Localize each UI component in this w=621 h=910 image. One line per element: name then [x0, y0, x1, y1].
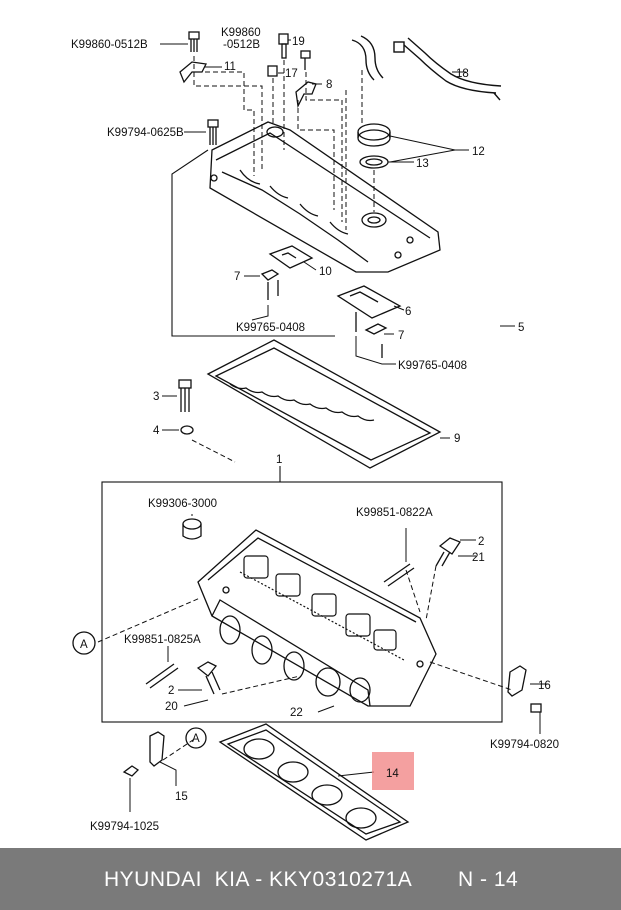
stud-7-b — [355, 312, 388, 358]
label-k99860-top: K99860 — [221, 27, 261, 39]
label-16: 16 — [538, 680, 551, 692]
label-22: 22 — [290, 707, 303, 719]
circle-a-bottom — [185, 727, 207, 749]
clip-11 — [179, 61, 207, 84]
label-7-b: 7 — [398, 330, 404, 342]
baffle-6 — [336, 285, 402, 319]
bolt-3 — [178, 379, 192, 412]
label-k99851-0825a: K99851-0825A — [124, 634, 201, 646]
footer-page-ref: N - 14 — [458, 868, 519, 891]
label-19: 19 — [292, 36, 305, 48]
label-k99794-0625b: K99794-0625B — [107, 127, 184, 139]
clip-8 — [295, 81, 317, 109]
rocker-cover — [209, 121, 441, 273]
bolt-left-top — [188, 31, 200, 52]
footer-part-number: HYUNDAI KIA - KKY0310271A — [104, 868, 413, 891]
hose-18 — [351, 35, 502, 101]
stud-0825a — [145, 646, 179, 689]
label-14: 14 — [386, 768, 399, 780]
bracket-15 — [122, 731, 177, 812]
bolt-0625b — [207, 119, 219, 145]
label-5: 5 — [518, 322, 524, 334]
washer-4 — [180, 425, 194, 435]
guide-lines-lower — [97, 565, 513, 761]
label-10: 10 — [319, 266, 332, 278]
circle-a-left — [72, 631, 96, 655]
guide-lines-upper — [193, 56, 375, 230]
label-k99765-0408-b: K99765-0408 — [398, 360, 467, 372]
stud-7-a — [260, 269, 280, 300]
highlight-box-14 — [372, 752, 414, 790]
head-gasket-14 — [218, 723, 410, 841]
label-k99765-0408-a: K99765-0408 — [236, 322, 305, 334]
seal-13 — [359, 155, 389, 169]
label-15: 15 — [175, 791, 188, 803]
rocker-cover-gasket-9 — [206, 339, 442, 469]
label-4: 4 — [153, 425, 160, 437]
label-11: 11 — [224, 61, 236, 73]
leaders-upper — [160, 39, 469, 365]
label-17: 17 — [285, 68, 298, 80]
label-7-a: 7 — [234, 271, 240, 283]
bolt-19 — [278, 33, 289, 59]
label-circle-a-bottom: A — [192, 733, 200, 745]
head-box-1 — [101, 466, 503, 723]
label-8: 8 — [326, 79, 332, 91]
label-2-b: 2 — [168, 685, 174, 697]
label-0512b-top: -0512B — [223, 39, 260, 51]
label-3: 3 — [153, 391, 159, 403]
label-13: 13 — [416, 158, 429, 170]
label-circle-a-left: A — [80, 639, 88, 651]
label-6: 6 — [405, 306, 411, 318]
bracket-5 — [171, 149, 335, 337]
label-21: 21 — [472, 552, 485, 564]
label-12: 12 — [472, 146, 485, 158]
stud-0822a — [383, 528, 415, 587]
nut-17 — [267, 65, 278, 77]
cylinder-head — [197, 529, 437, 707]
label-1: 1 — [276, 454, 282, 466]
oil-filler-cap-12 — [357, 123, 391, 147]
footer-bar: HYUNDAI KIA - KKY0310271A N - 14 — [0, 848, 621, 910]
label-20: 20 — [165, 701, 178, 713]
bolt-8-area — [300, 50, 311, 70]
parts-diagram: K99860-0512B K99860 -0512B 19 11 17 8 18… — [71, 27, 559, 841]
label-9: 9 — [454, 433, 460, 445]
valve-guide-20 — [178, 661, 221, 707]
label-k99851-0822a: K99851-0822A — [356, 507, 433, 519]
bracket-16 — [507, 665, 548, 734]
label-2-a: 2 — [478, 536, 484, 548]
label-k99860-0512b-left: K99860-0512B — [71, 39, 148, 51]
diagram-canvas: K99860-0512B K99860 -0512B 19 11 17 8 18… — [71, 27, 559, 841]
valve-guide-21 — [435, 537, 476, 567]
plug-k99306 — [182, 514, 202, 540]
label-k99306-3000: K99306-3000 — [148, 498, 217, 510]
baffle-10 — [268, 245, 314, 269]
label-k99794-0820: K99794-0820 — [490, 739, 559, 751]
label-18: 18 — [456, 68, 469, 80]
label-k99794-1025: K99794-1025 — [90, 821, 159, 833]
